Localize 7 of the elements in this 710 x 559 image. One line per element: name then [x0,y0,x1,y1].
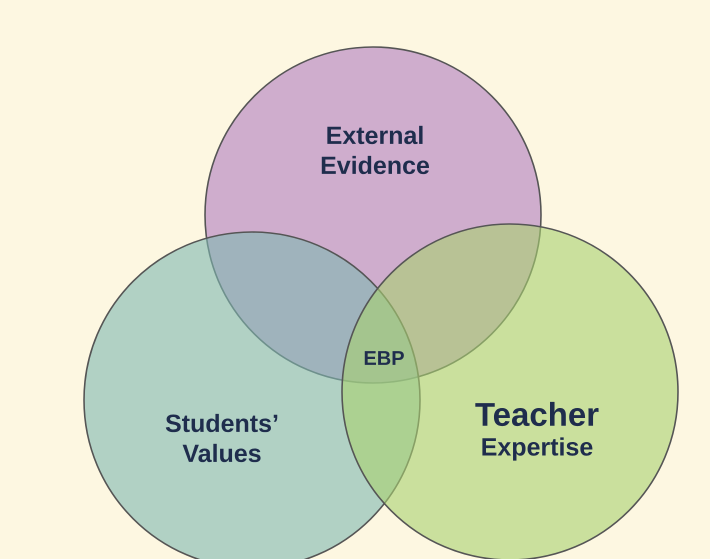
circle-label: Teacher [475,402,599,426]
circle-label: Students’ Values [166,414,278,462]
overlap-label: EBP [364,351,404,365]
circle-label: Expertise [482,437,592,461]
circle-label: External Evidence [322,126,430,174]
venn-circle [83,231,421,559]
venn-circle [341,223,679,559]
